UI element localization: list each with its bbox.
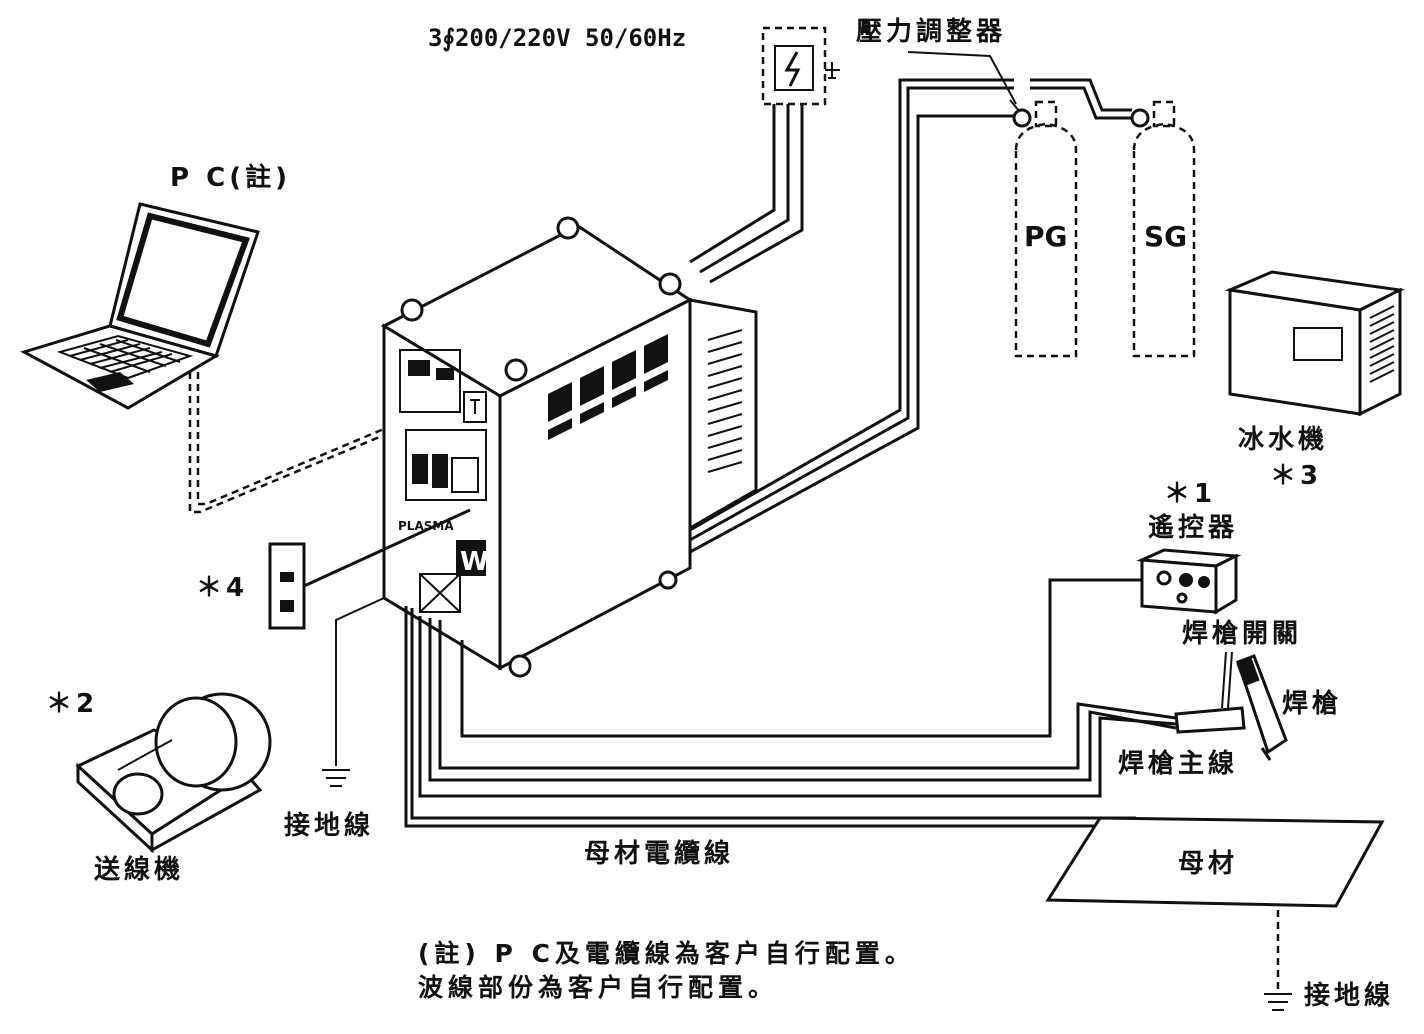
plasma-welding-machine: PLASMA W — [380, 216, 758, 678]
torch-switch-label: 焊槍開關 — [1182, 618, 1302, 649]
caster-wheel-icon — [658, 570, 678, 590]
chiller-label: 冰水機 — [1238, 425, 1328, 455]
pressure-regulator-label: 壓力調整器 — [856, 16, 1006, 47]
note-line-2: 波線部份為客户自行配置。 — [418, 973, 778, 1002]
feed-motor-icon — [112, 772, 164, 816]
pg-cylinder: PG — [1012, 100, 1078, 358]
pc-comm-cable — [188, 372, 421, 514]
lifting-eye-icon — [504, 358, 528, 382]
sg-regulator-icon — [1130, 108, 1150, 128]
ground-symbol-icon — [1264, 993, 1292, 1011]
output-terminal-box — [419, 573, 461, 613]
remote-knob-icon — [1198, 576, 1210, 588]
ground-wire-left-label: 接地線 — [284, 810, 374, 841]
gas-hoses — [689, 78, 1014, 554]
note-line-1: (註) P C及電纜線為客户自行配置。 — [418, 939, 915, 968]
pc-label: P C(註) — [170, 163, 291, 193]
remote-knob-icon — [1179, 573, 1193, 587]
pg-label: PG — [1024, 220, 1068, 253]
chiller-mark: ＊3 — [1270, 461, 1322, 491]
wire-feeder-label: 送線機 — [94, 854, 184, 885]
lifting-eye-icon — [658, 272, 682, 296]
keyboard-icon — [56, 334, 194, 380]
machine-logo: W — [460, 547, 489, 577]
machine-ground-wire — [335, 597, 385, 766]
remote-cable — [460, 578, 1142, 738]
torch-switch-pointer — [1221, 651, 1227, 709]
ground-wire-right-label: 接地線 — [1304, 980, 1394, 1011]
power-cable — [689, 104, 804, 284]
base-material-label: 母材 — [1178, 849, 1238, 879]
welding-torch — [1174, 654, 1288, 761]
mark-4-label: ＊4 — [196, 573, 248, 603]
laptop — [20, 202, 260, 410]
power-supply-label: 3∮200/220V 50/60Hz — [428, 24, 686, 52]
remote-controller — [1136, 548, 1242, 615]
remote-label: 遙控器 — [1148, 513, 1238, 543]
torch-main-cable-label: 焊槍主線 — [1118, 748, 1238, 779]
lifting-eye-icon — [556, 216, 580, 240]
power-outlet-box — [761, 26, 840, 106]
pg-regulator-icon — [1012, 108, 1032, 128]
external-io-panel — [268, 542, 306, 630]
side-vents-icon — [548, 334, 668, 440]
io-cable — [303, 508, 471, 588]
outlet-ground-icon — [825, 62, 840, 79]
sg-cylinder: SG — [1130, 100, 1196, 358]
torch-main-cables — [418, 616, 1177, 798]
wire-feeder — [75, 692, 272, 854]
chiller-unit — [1224, 270, 1405, 417]
base-material-cable — [404, 606, 1136, 828]
remote-knob-icon — [1156, 570, 1172, 586]
gas-link-pipe — [1030, 78, 1132, 112]
ground-symbol-icon — [322, 769, 350, 787]
rear-vent-grille-icon — [707, 329, 743, 473]
lightning-icon — [784, 51, 801, 87]
base-material-plate — [1045, 816, 1385, 908]
trackpad — [86, 372, 134, 392]
torch-label: 焊槍 — [1282, 688, 1342, 719]
mark-2-label: ＊2 — [46, 689, 98, 719]
remote-mark-label: ＊1 — [1164, 479, 1216, 509]
lifting-eye-icon — [400, 298, 424, 322]
control-panel — [405, 429, 487, 501]
sg-label: SG — [1144, 220, 1187, 253]
regulator-pointer — [907, 51, 1017, 105]
caster-wheel-icon — [508, 654, 532, 678]
chiller-vent-icon — [1369, 305, 1395, 383]
base-cable-label: 母材電纜線 — [584, 838, 734, 869]
